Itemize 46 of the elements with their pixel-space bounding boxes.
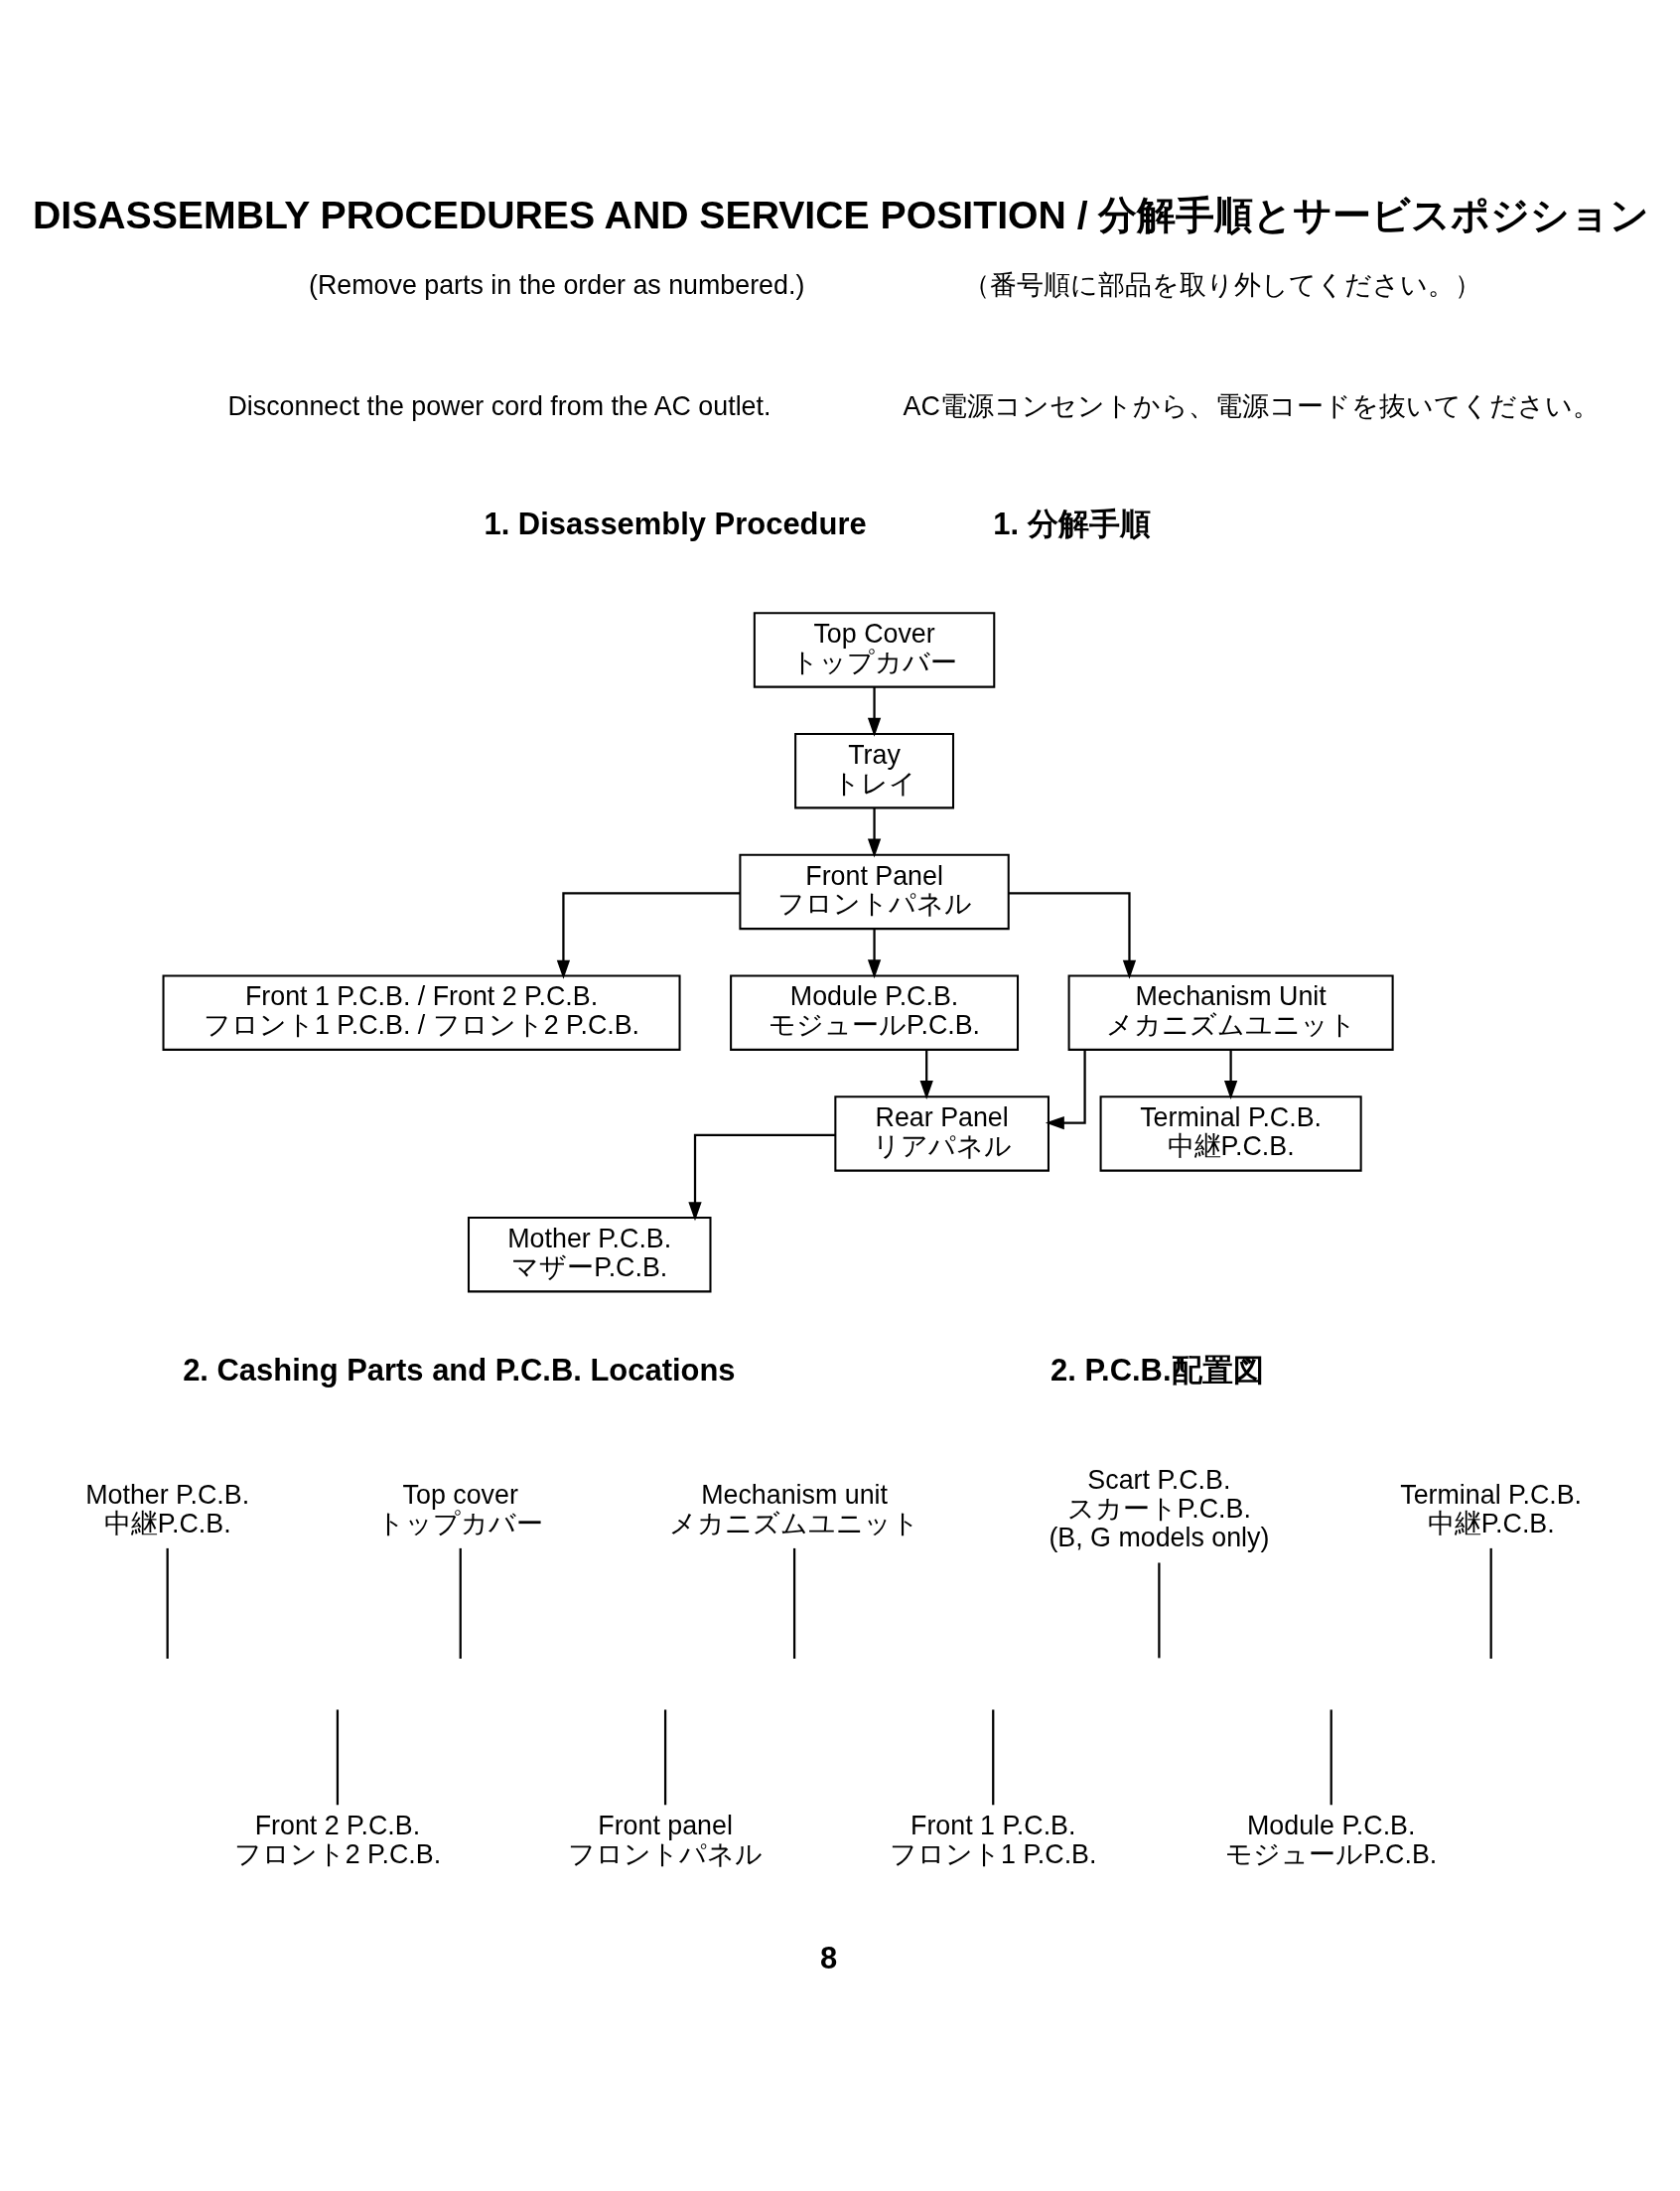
label: Disconnect the power cord from the AC outlet.: [227, 391, 771, 421]
connector: [336, 1709, 340, 1806]
connector: [1489, 1547, 1492, 1659]
label: 1. 分解手順: [993, 506, 1151, 541]
node-text: Module P.C.B. モジュールP.C.B.: [1225, 1811, 1438, 1870]
label: 2. Cashing Parts and P.C.B. Locations: [183, 1353, 736, 1388]
node-box: Mother P.C.B. マザーP.C.B.: [467, 1217, 712, 1293]
arrow: [867, 929, 882, 979]
arrow: [1008, 892, 1137, 979]
node-text: Mother P.C.B. 中継P.C.B.: [85, 1479, 250, 1538]
node-box: Rear Panel リアパネル: [834, 1096, 1050, 1172]
node-text: Terminal P.C.B. 中継P.C.B.: [1400, 1479, 1583, 1538]
label: (Remove parts in the order as numbered.): [309, 270, 805, 301]
node-text: Front 1 P.C.B. フロント1 P.C.B.: [890, 1811, 1097, 1870]
connector: [459, 1547, 462, 1659]
diagram-title: DISASSEMBLY PROCEDURES AND SERVICE POSITION / 分解手順とサービスポジション: [32, 193, 1650, 236]
node-text: Front panel フロントパネル: [568, 1811, 764, 1870]
node-box: Front Panel フロントパネル: [739, 853, 1010, 931]
connector: [792, 1547, 796, 1659]
label: 1. Disassembly Procedure: [484, 506, 867, 541]
label: （番号順に部品を取り外してください。）: [963, 270, 1482, 301]
node-text: Mechanism unit メカニズムユニット: [669, 1479, 920, 1538]
node-box: Front 1 P.C.B. / Front 2 P.C.B. フロント1 P.C.B. / フロント2 P.C.B.: [162, 974, 681, 1051]
label: 8: [819, 1940, 838, 1975]
arrow: [867, 807, 882, 858]
connector: [1330, 1709, 1332, 1806]
node-box: Terminal P.C.B. 中継P.C.B.: [1099, 1096, 1362, 1172]
connector: [1158, 1562, 1161, 1659]
node-box: Top Cover トップカバー: [753, 612, 996, 688]
node-text: Scart P.C.B. スカートP.C.B. (B, G models only): [1049, 1465, 1270, 1553]
node-box: Mechanism Unit メカニズムユニット: [1067, 974, 1394, 1051]
arrow: [1045, 1050, 1086, 1130]
connector: [166, 1547, 169, 1659]
arrow: [556, 892, 741, 979]
arrow: [688, 1133, 836, 1222]
label: 2. P.C.B.配置図: [1050, 1353, 1264, 1388]
arrow: [919, 1049, 933, 1100]
node-box: Tray トレイ: [794, 733, 955, 809]
arrow: [867, 686, 882, 737]
arrow: [1223, 1049, 1238, 1100]
connector: [663, 1709, 667, 1806]
node-text: Front 2 P.C.B. フロント2 P.C.B.: [233, 1811, 442, 1870]
label: AC電源コンセントから、電源コードを抜いてください。: [903, 391, 1600, 421]
node-box: Module P.C.B. モジュールP.C.B.: [730, 974, 1020, 1051]
node-text: Top cover トップカバー: [377, 1479, 544, 1538]
connector: [992, 1709, 995, 1806]
